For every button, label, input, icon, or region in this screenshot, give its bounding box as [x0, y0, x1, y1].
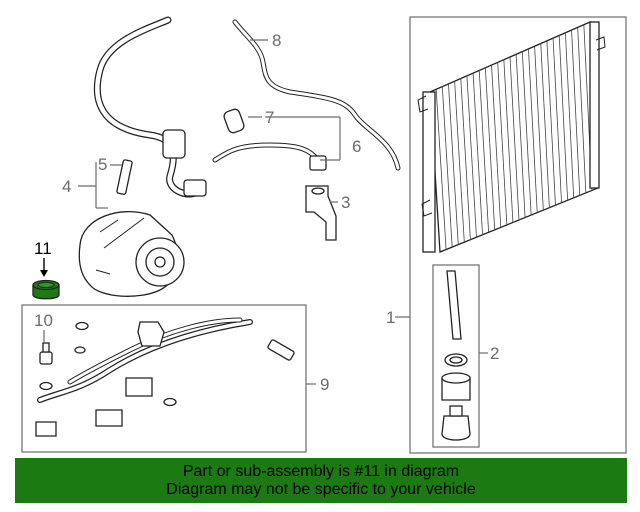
drier-group-box: [432, 264, 480, 448]
suction-hose: [212, 19, 401, 171]
drier-parts: [441, 270, 471, 441]
callout-1: 1: [386, 308, 395, 327]
callout-2: 2: [490, 344, 499, 363]
condenser-fin: [558, 35, 569, 201]
condenser-fin: [571, 30, 581, 196]
condenser-fin: [484, 67, 496, 230]
condenser-fin: [466, 75, 477, 238]
banner-line-1: Part or sub-assembly is #11 in diagram: [182, 462, 460, 480]
condenser-fin: [552, 38, 562, 203]
leader-lines: [40, 39, 488, 385]
valve: [116, 159, 133, 195]
callout-9: 9: [320, 375, 329, 394]
callout-4: 4: [62, 177, 71, 196]
callout-7: 7: [265, 108, 274, 127]
condenser-fin: [441, 86, 453, 248]
callout-11: 11: [34, 239, 52, 258]
condenser-fin: [472, 73, 483, 235]
callout-6: 6: [352, 137, 361, 156]
condenser-fin: [577, 27, 587, 193]
condenser-fin: [448, 83, 459, 245]
service-kit-parts: [35, 317, 295, 437]
condenser-fin: [564, 32, 575, 198]
discharge-hose: [93, 16, 207, 198]
condenser-fin: [503, 59, 514, 223]
info-banner: Part or sub-assembly is #11 in diagram D…: [15, 458, 627, 503]
banner-line-2: Diagram may not be specific to your vehi…: [166, 480, 476, 498]
condenser-fin: [435, 89, 447, 250]
condenser-fin: [546, 40, 556, 206]
callout-5: 5: [98, 155, 107, 174]
callout-3: 3: [341, 193, 350, 212]
callout-8: 8: [272, 31, 281, 50]
condenser-fin: [528, 48, 538, 213]
condenser-fin: [521, 51, 532, 216]
condenser-fin: [497, 62, 508, 225]
condenser-fin: [460, 78, 471, 240]
compressor: [78, 211, 185, 297]
condenser-fin: [509, 56, 520, 221]
service-kit-box: [21, 304, 307, 453]
condenser-core: [417, 21, 606, 253]
callout-10: 10: [34, 311, 53, 330]
condenser-fin: [534, 46, 544, 211]
part-11-cap: [32, 279, 60, 300]
condenser-group-box: [409, 16, 627, 454]
pressure-switch: [223, 108, 245, 134]
condenser-fin: [478, 70, 490, 233]
bracket: [305, 185, 337, 241]
condenser-fin: [515, 54, 526, 218]
condenser-fin: [540, 43, 550, 208]
condenser-fin: [454, 81, 465, 243]
condenser-fin: [491, 65, 502, 228]
